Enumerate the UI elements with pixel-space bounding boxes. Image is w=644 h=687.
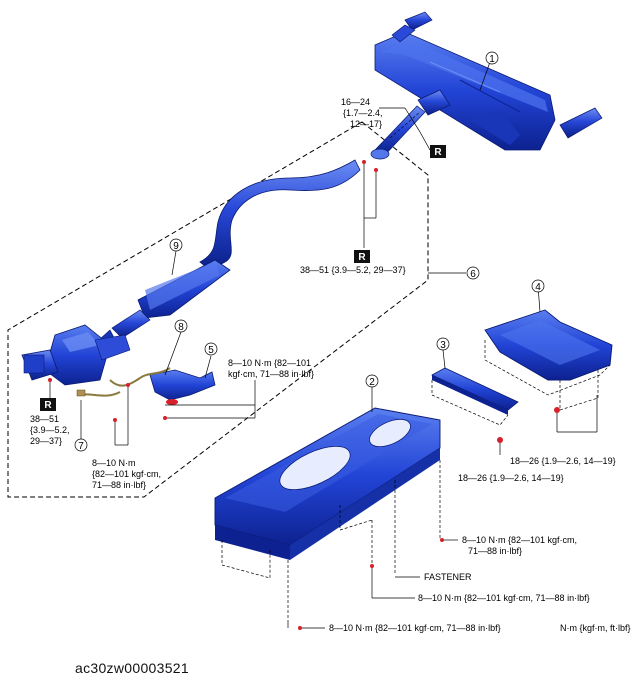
replace-mark-center: R	[354, 250, 370, 263]
torque-label-8-10-bottom-mid: 8—10 N·m {82—101 kgf·cm, 71—88 in·lbf}	[418, 593, 590, 603]
svg-text:8—10 N·m: 8—10 N·m	[92, 458, 136, 468]
torque-label-18-26-mid: 18—26 {1.9—2.6, 14—19}	[458, 473, 564, 483]
torque-label-8-10-bottom: 8—10 N·m {82—101 kgf·cm, 71—88 in·lbf}	[329, 623, 501, 633]
svg-text:R: R	[358, 252, 366, 263]
svg-text:{3.9—5.2,: {3.9—5.2,	[30, 425, 70, 435]
torque-label-18-26-right: 18—26 {1.9—2.6, 14—19}	[510, 456, 616, 466]
callout-4: 4	[531, 279, 545, 293]
torque-label-8-10-left: 8—10 N·m {82—101 kgf·cm, 71—88 in·lbf}	[92, 458, 161, 490]
svg-text:3: 3	[440, 340, 446, 351]
callout-6: 6	[466, 266, 480, 280]
lower-bracket-bar	[431, 367, 519, 426]
svg-text:kgf·cm, 71—88 in·lbf}: kgf·cm, 71—88 in·lbf}	[228, 369, 314, 379]
callout-2: 2	[365, 374, 379, 388]
svg-text:6: 6	[470, 269, 476, 280]
callout-1: 1	[485, 51, 499, 65]
callout-9: 9	[169, 238, 183, 252]
replace-mark-left: R	[40, 398, 56, 411]
torque-points	[48, 160, 560, 630]
assembly-dashed-outline	[7, 121, 429, 498]
cross-member	[484, 309, 613, 411]
heat-insulator-bracket	[76, 367, 216, 405]
callout-3: 3	[436, 337, 450, 351]
connecting-pipe	[370, 105, 426, 160]
svg-text:12—17}: 12—17}	[350, 119, 382, 129]
replace-mark-silencer: R	[430, 145, 446, 158]
svg-text:8: 8	[178, 322, 184, 333]
svg-text:R: R	[434, 147, 442, 158]
svg-text:9: 9	[173, 241, 179, 252]
svg-text:71—88 in·lbf}: 71—88 in·lbf}	[92, 480, 146, 490]
torque-label-16-24: 16—24 {1.7—2.4, 12—17}	[341, 97, 383, 129]
svg-text:71—88 in·lbf}: 71—88 in·lbf}	[468, 546, 522, 556]
svg-text:7: 7	[78, 441, 84, 452]
leader-lines	[49, 61, 598, 629]
svg-text:8—10 N·m {82—101 kgf·cm,: 8—10 N·m {82—101 kgf·cm,	[462, 535, 577, 545]
units-note: N·m {kgf·m, ft·lbf}	[560, 623, 631, 633]
fastener-label: FASTENER	[424, 572, 472, 582]
torque-label-38-51-left: 38—51 {3.9—5.2, 29—37}	[30, 414, 70, 446]
svg-text:8—10 N·m {82—101: 8—10 N·m {82—101	[228, 358, 311, 368]
svg-text:16—24: 16—24	[341, 97, 370, 107]
tray-dashed-guides	[221, 460, 441, 620]
callout-7: 7	[74, 438, 88, 452]
svg-text:5: 5	[208, 345, 214, 356]
front-pipe	[89, 159, 361, 361]
torque-label-8-10-right-top: 8—10 N·m {82—101 kgf·cm, 71—88 in·lbf}	[228, 358, 314, 379]
torque-label-38-51-center: 38—51 {3.9—5.2, 29—37}	[300, 265, 406, 275]
callout-5: 5	[204, 342, 218, 356]
image-code: ac30zw00003521	[75, 660, 189, 676]
svg-text:29—37}: 29—37}	[30, 436, 62, 446]
svg-text:2: 2	[369, 377, 375, 388]
svg-text:4: 4	[535, 282, 541, 293]
front-catalytic-converter	[21, 324, 131, 386]
callout-8: 8	[174, 319, 188, 333]
svg-text:38—51: 38—51	[30, 414, 59, 424]
svg-text:1: 1	[489, 54, 495, 65]
torque-label-8-10-tray-right: 8—10 N·m {82—101 kgf·cm, 71—88 in·lbf}	[462, 535, 577, 556]
svg-text:R: R	[44, 400, 52, 411]
under-cover	[214, 407, 441, 560]
main-silencer	[374, 11, 603, 151]
svg-text:{1.7—2.4,: {1.7—2.4,	[343, 108, 383, 118]
svg-text:{82—101 kgf·cm,: {82—101 kgf·cm,	[92, 469, 161, 479]
